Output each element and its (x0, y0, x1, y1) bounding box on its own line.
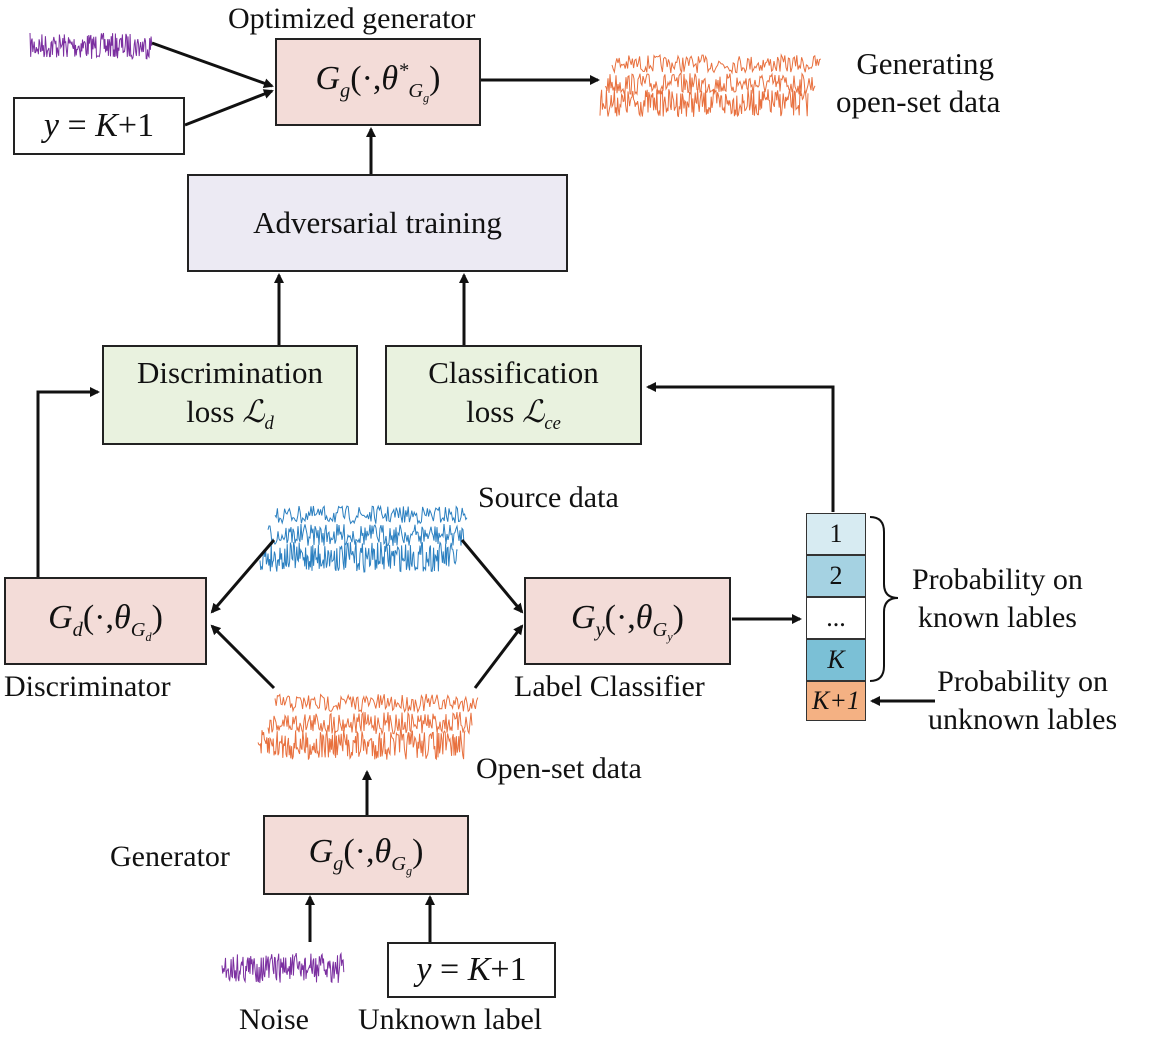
source-data-waveform (259, 504, 468, 573)
class-loss-symbol: ℒ (522, 394, 545, 430)
unknown-labels-caption: Probability on unknown lables (928, 663, 1117, 739)
source-data-label: Source data (478, 481, 619, 514)
optimized-generator-box: Gg(·,θ*Gg) (275, 38, 481, 126)
gen-param: θ (374, 832, 392, 870)
prob-cell-k-plus-1: K+1 (806, 681, 866, 721)
prob-cell-ellipsis: ... (806, 597, 866, 639)
known-labels-caption: Probability on known lables (912, 561, 1083, 637)
cls-param-subsub: y (667, 629, 673, 644)
opt-gen-param-sub: G (408, 79, 424, 102)
class-loss-line1: Classification (428, 355, 599, 391)
open-set-data-label: Open-set data (476, 752, 642, 785)
gen-param-sub: G (391, 852, 406, 875)
opt-gen-star: * (398, 59, 409, 82)
optimized-generator-title: Optimized generator (228, 2, 476, 35)
top-label-k: K (95, 106, 118, 144)
disc-loss-symbol: ℒ (242, 394, 265, 430)
opt-gen-arg: (·, (350, 59, 382, 97)
generated-open-set-waveform (599, 53, 821, 118)
prob-cell-1: 1 (806, 513, 866, 555)
cls-arg: (·, (604, 598, 636, 636)
disc-loss-line2: loss (186, 394, 235, 430)
unknown-label-caption: Unknown label (358, 1003, 543, 1036)
gen-fn-sub: g (333, 852, 344, 875)
noise-waveform-bottom (221, 951, 345, 984)
cls-close: ) (672, 598, 684, 636)
disc-fn-sub: d (72, 618, 83, 641)
discriminator-box: Gd(·,θGd) (4, 577, 207, 665)
connector-arrows (36, 41, 935, 942)
class-loss-line2: loss (466, 394, 515, 430)
disc-fn: G (48, 598, 73, 636)
disc-loss-sub: d (264, 413, 274, 435)
label-classifier-box: Gy(·,θGy) (524, 577, 731, 665)
prob-cell-k: K (806, 639, 866, 681)
disc-close: ) (151, 598, 163, 636)
gen-param-subsub: g (405, 863, 413, 878)
cls-param: θ (635, 598, 653, 636)
known-labels-brace (869, 516, 899, 682)
opt-gen-close: ) (429, 59, 441, 97)
gen-fn: G (308, 832, 334, 870)
opt-gen-fn-sub: g (340, 79, 351, 102)
generating-line2: open-set data (836, 83, 1001, 119)
bottom-label-box: y = K+1 (387, 942, 556, 998)
gen-close: ) (412, 832, 424, 870)
top-label-eq: = (59, 106, 96, 144)
disc-arg: (·, (82, 598, 115, 636)
discrimination-loss-box: Discrimination loss ℒd (102, 345, 358, 445)
cls-fn-sub: y (595, 618, 605, 641)
opt-gen-param-subsub: g (423, 90, 430, 105)
noise-waveform-top (29, 32, 153, 61)
class-loss-sub: ce (544, 413, 561, 435)
discriminator-label: Discriminator (4, 670, 171, 703)
generating-label: Generating open-set data (836, 45, 1000, 121)
bottom-label-plus: +1 (490, 950, 527, 988)
adversarial-training-box: Adversarial training (187, 174, 568, 272)
bottom-label-k: K (467, 950, 491, 988)
top-label-box: y = K+1 (13, 97, 185, 155)
disc-param: θ (114, 598, 131, 636)
generator-box: Gg(·,θGg) (263, 815, 469, 895)
known-line1: Probability on (912, 563, 1083, 596)
unknown-line2: unknown lables (928, 702, 1118, 736)
open-set-data-waveform (257, 693, 479, 761)
bottom-label-eq: = (431, 950, 468, 988)
noise-label: Noise (239, 1003, 309, 1036)
opt-gen-fn: G (315, 59, 341, 97)
generating-line1: Generating (856, 46, 995, 81)
disc-param-sub: G (130, 618, 146, 641)
generator-label: Generator (110, 840, 230, 873)
disc-param-subsub: d (145, 629, 152, 644)
prob-cell-k-plus-1-text: K+1 (812, 686, 860, 715)
bottom-label-y: y (416, 950, 432, 988)
top-label-plus: +1 (117, 106, 155, 144)
prob-cell-2: 2 (806, 555, 866, 597)
label-classifier-label: Label Classifier (514, 670, 705, 703)
opt-gen-param: θ (381, 59, 399, 97)
unknown-line1: Probability on (937, 665, 1108, 698)
known-line2: known lables (917, 600, 1077, 634)
classification-loss-box: Classification loss ℒce (385, 345, 642, 445)
cls-fn: G (571, 598, 596, 636)
gen-arg: (·, (343, 832, 375, 870)
cls-param-sub: G (652, 618, 668, 641)
top-label-y: y (43, 106, 60, 144)
disc-loss-line1: Discrimination (137, 355, 323, 391)
